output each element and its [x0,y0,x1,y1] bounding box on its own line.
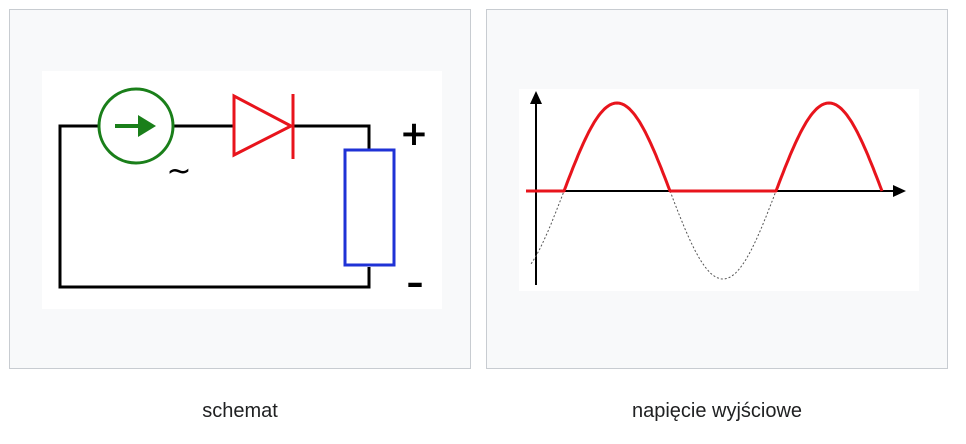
diode-symbol [232,93,295,159]
load-resistor [343,148,396,267]
waveform-svg [526,91,906,285]
rectified-signal [526,101,884,193]
ac-source-symbol [97,87,175,165]
suppressed-half-wave-1 [530,190,565,265]
suppressed-half-wave-2 [669,190,777,280]
y-axis-arrow-icon [530,91,542,104]
source-arrow-icon [138,115,156,137]
ac-symbol: ~ [166,154,191,189]
wire-return [58,124,371,289]
wire-diode-load [293,124,371,149]
x-axis-arrow-icon [893,185,906,197]
source-circle [97,87,175,165]
output-waveform[interactable] [519,89,919,291]
diode-triangle [232,93,295,158]
minus-sign: – [407,263,424,303]
gallery-item-schematic[interactable]: ~ + – [9,9,471,369]
caption-schematic: schemat [202,400,278,422]
caption-output-voltage: napięcie wyjściowe [631,400,803,422]
plus-sign: + [400,114,429,154]
gallery-item-output-voltage[interactable] [486,9,948,369]
circuit-diagram[interactable]: ~ + – [42,71,442,309]
circuit-svg: ~ + – [58,87,429,303]
